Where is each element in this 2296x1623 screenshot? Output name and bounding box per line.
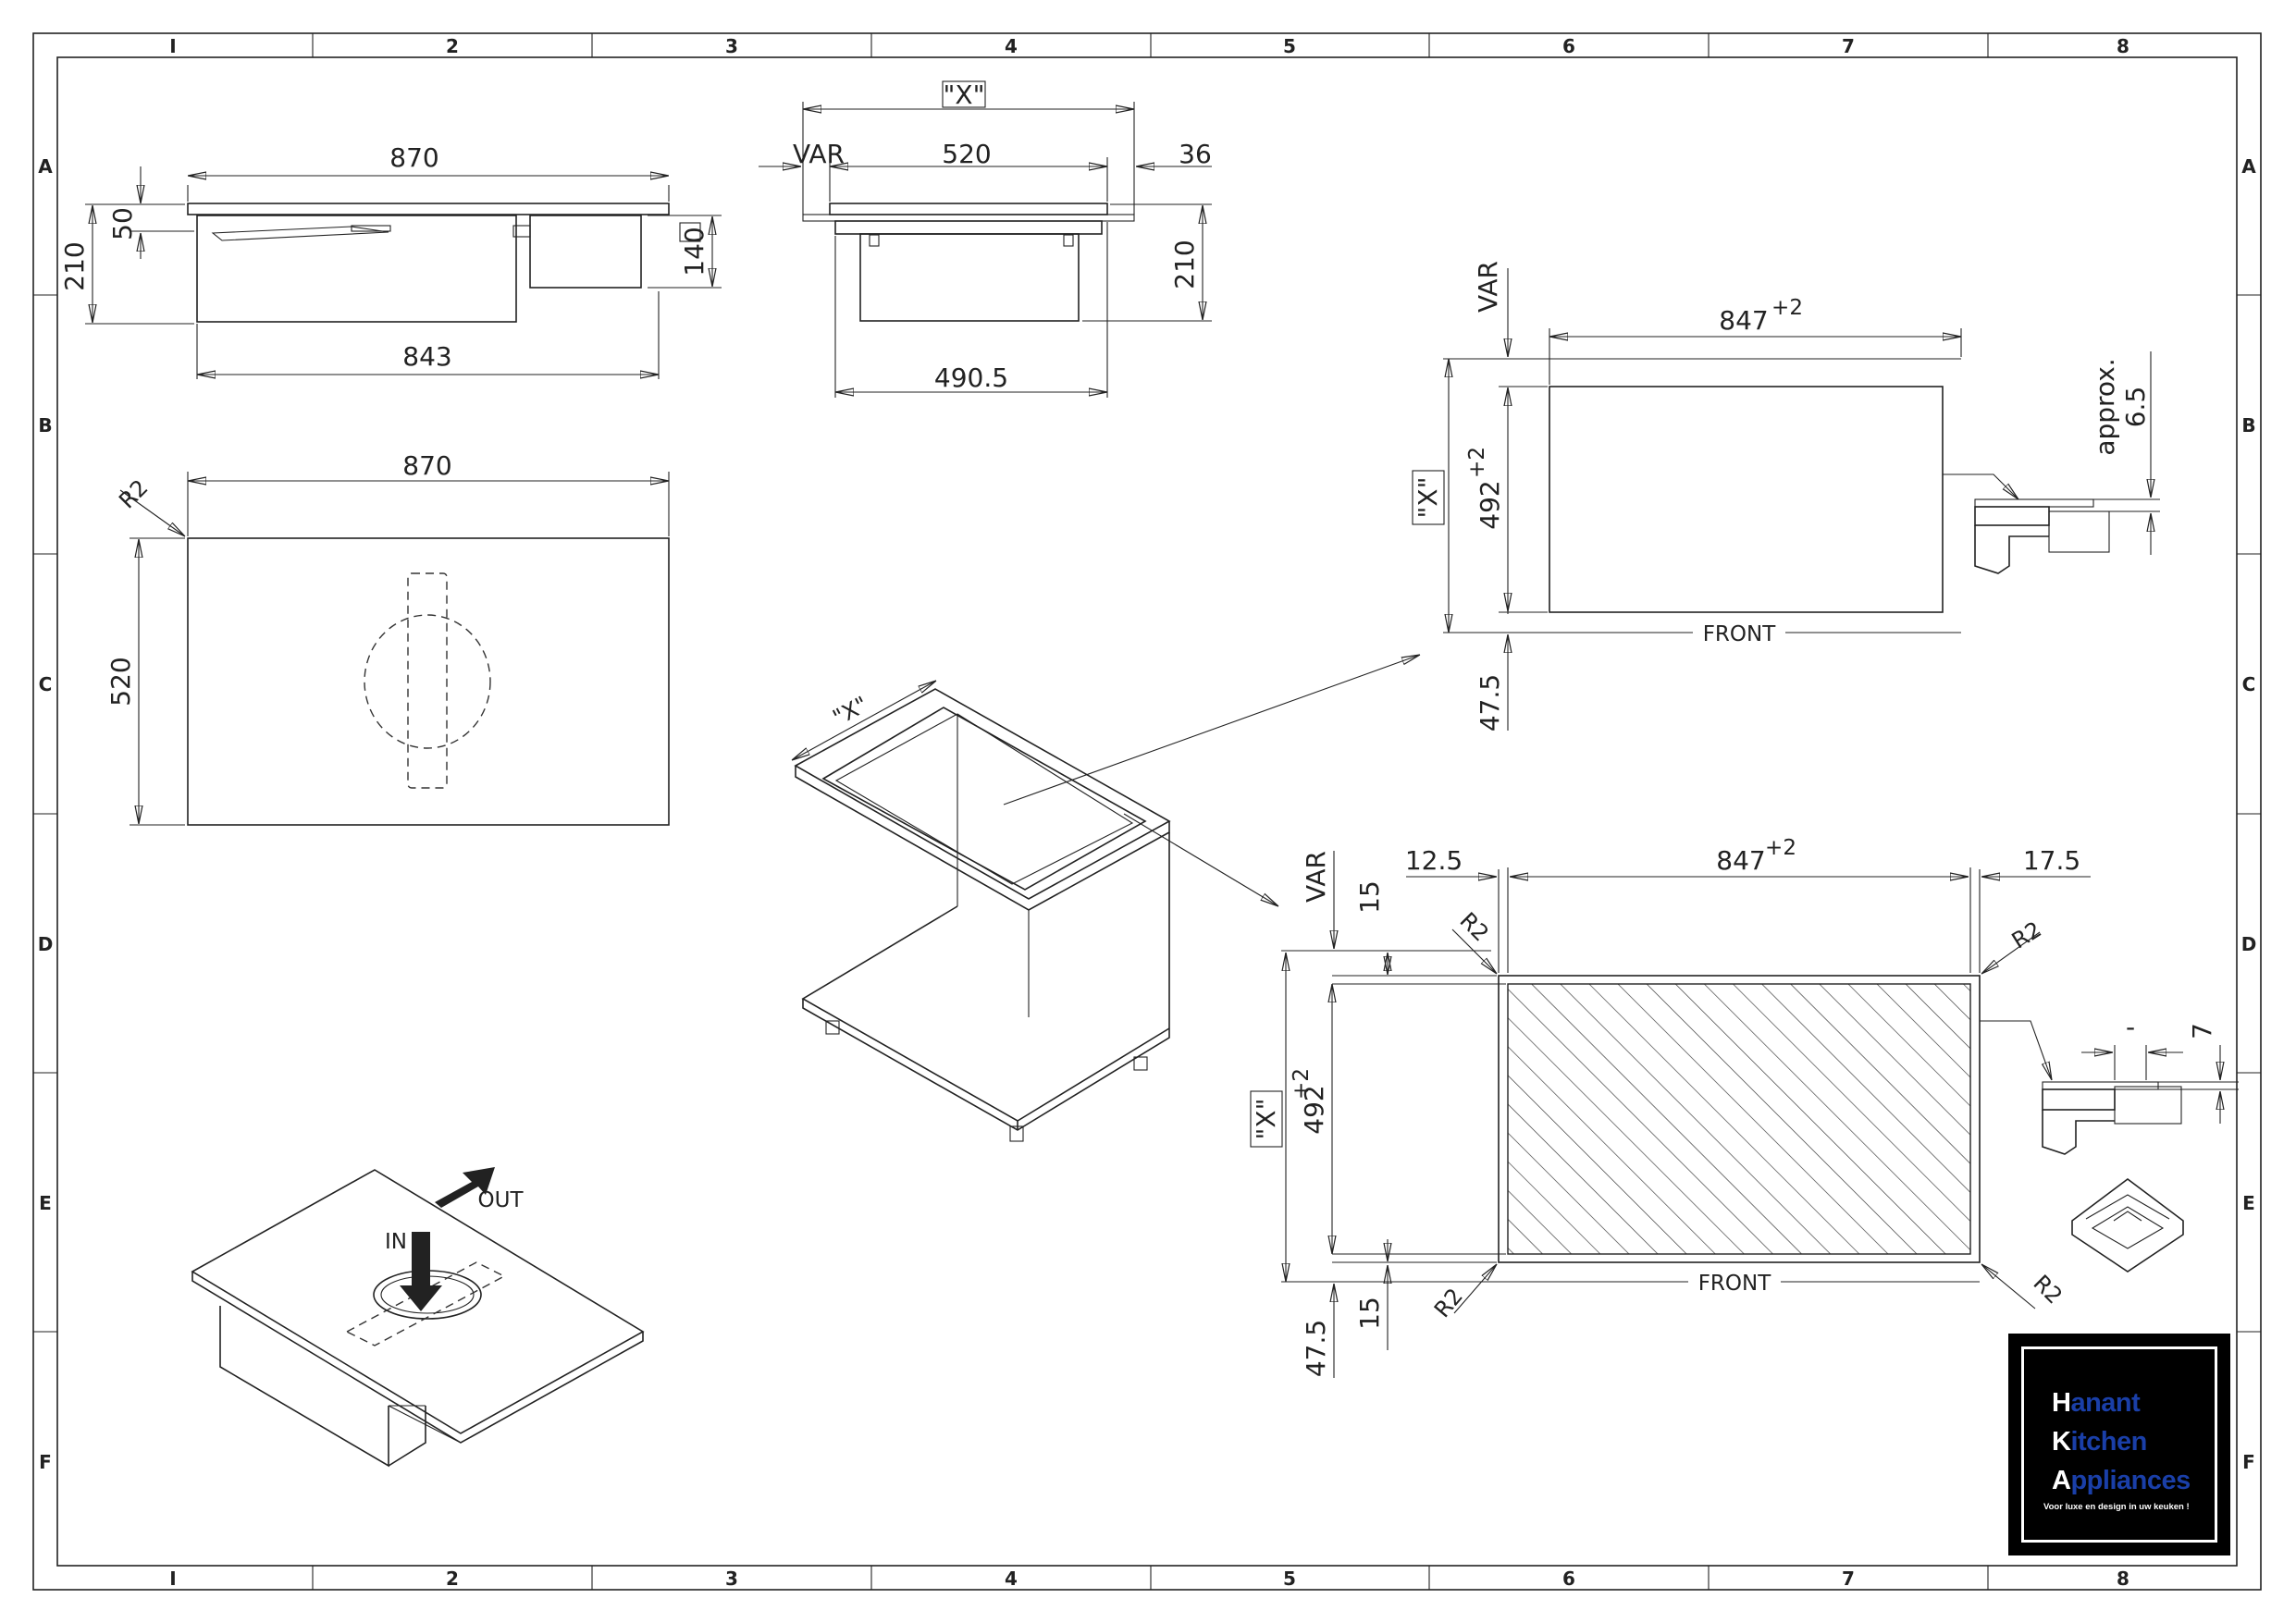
side-box-140: 140 [679, 227, 710, 276]
c2-r2-top-left: R2 [1454, 907, 1493, 946]
col-label-8: 8 [2117, 35, 2129, 57]
company-logo: Hanant Kitchen Appliances Voor luxe en d… [2008, 1334, 2230, 1555]
front-box-4905: 490.5 [934, 363, 1008, 393]
col-label-6-bottom: 6 [1562, 1568, 1575, 1590]
row-label-D-right: D [2241, 933, 2257, 955]
c1-depth-tol: +2 [1465, 447, 1489, 478]
c1-var: VAR [1473, 261, 1503, 313]
c2-top-15: 15 [1354, 880, 1385, 914]
col-label-6: 6 [1562, 35, 1575, 57]
side-width-870: 870 [389, 142, 438, 173]
in-arrow-icon [400, 1232, 442, 1311]
logo-border: Hanant Kitchen Appliances [2021, 1346, 2217, 1543]
c1-x-label: "X" [1413, 477, 1443, 519]
c1-approx: approx. [2090, 358, 2120, 455]
c1-edge-detail [1974, 498, 2110, 574]
row-label-C-right: C [2242, 673, 2256, 695]
c1-depth-492: 492 [1475, 480, 1505, 529]
c2-r2-bottom-left: R2 [1429, 1284, 1468, 1322]
cutout-recessed: 847 +2 12.5 17.5 VAR 15 492 +2 "X" FRONT… [1250, 836, 2239, 1378]
col-label-5: 5 [1283, 35, 1296, 57]
c2-depth-492: 492 [1299, 1085, 1329, 1134]
side-depth-843: 843 [402, 341, 451, 372]
c2-edge-detail [2042, 1081, 2182, 1155]
c2-depth-tol: +2 [1290, 1068, 1314, 1100]
logo-line-2: Kitchen [2052, 1427, 2147, 1457]
top-width-870: 870 [402, 450, 451, 481]
side-view: 870 210 50 140 843 [59, 142, 722, 379]
iso-x-label: "X" [829, 692, 872, 732]
logo-line-3: Appliances [2052, 1466, 2191, 1495]
row-label-E: E [39, 1192, 52, 1214]
drawing-frame: I 2 3 4 5 6 7 8 I 2 3 4 5 6 7 8 A B C D … [32, 32, 2262, 1591]
c2-width-847: 847 [1716, 845, 1765, 876]
row-label-F: F [39, 1451, 52, 1473]
front-36: 36 [1179, 139, 1212, 169]
top-view: 870 520 R2 [105, 450, 670, 826]
col-label-4: 4 [1005, 35, 1018, 57]
front-height-210: 210 [1169, 240, 1200, 289]
col-label-8-bottom: 8 [2117, 1568, 2129, 1590]
perspective-hob: OUT IN [191, 1167, 645, 1468]
c2-r2-top-right: R2 [2007, 916, 2046, 954]
row-label-E-right: E [2242, 1192, 2255, 1214]
c2-var: VAR [1301, 851, 1331, 903]
persp-in-label: IN [385, 1230, 407, 1254]
front-var: VAR [793, 139, 845, 169]
c2-bottom-15: 15 [1354, 1297, 1385, 1330]
col-label-3-bottom: 3 [725, 1568, 738, 1590]
col-label-1: I [169, 35, 176, 57]
row-label-A-right: A [2241, 155, 2256, 178]
top-r2: R2 [114, 474, 153, 513]
c1-approx-value: 6.5 [2120, 387, 2151, 428]
row-label-A: A [38, 155, 53, 178]
col-label-4-bottom: 4 [1005, 1568, 1018, 1590]
detail-dash: - [2126, 1012, 2135, 1042]
c2-offset-475: 47.5 [1301, 1320, 1331, 1377]
persp-out-label: OUT [478, 1188, 525, 1212]
c1-width-847: 847 [1719, 305, 1768, 336]
logo-tagline: Voor luxe en design in uw keuken ! [2043, 1502, 2190, 1512]
row-label-F-right: F [2242, 1451, 2255, 1473]
front-width-520: 520 [942, 139, 991, 169]
col-label-2-bottom: 2 [446, 1568, 459, 1590]
c2-x-label: "X" [1251, 1099, 1281, 1140]
col-label-2: 2 [446, 35, 459, 57]
col-label-1-bottom: I [169, 1568, 176, 1590]
corner-detail [2071, 1178, 2184, 1273]
c2-width-tol: +2 [1765, 836, 1796, 860]
c2-front: FRONT [1698, 1272, 1772, 1296]
col-label-5-bottom: 5 [1283, 1568, 1296, 1590]
top-depth-520: 520 [105, 657, 136, 706]
out-arrow-icon [435, 1167, 495, 1208]
row-label-B-right: B [2241, 414, 2255, 436]
side-top-50: 50 [107, 207, 138, 240]
iso-cabinet: "X" [792, 655, 1420, 1142]
logo-line-1: Hanant [2052, 1388, 2141, 1418]
front-view: "X" 520 VAR 36 210 490.5 [759, 80, 1212, 398]
c2-right-175: 17.5 [2023, 845, 2080, 876]
col-label-3: 3 [725, 35, 738, 57]
col-label-7: 7 [1842, 35, 1855, 57]
c1-offset-475: 47.5 [1475, 674, 1505, 732]
row-label-B: B [38, 414, 52, 436]
detail-7: 7 [2187, 1023, 2217, 1039]
row-label-D: D [38, 933, 54, 955]
cutout-flush: 847 +2 VAR 492 +2 "X" FRONT 47.5 appro [1412, 261, 2160, 732]
col-label-7-bottom: 7 [1842, 1568, 1855, 1590]
row-label-C: C [39, 673, 53, 695]
c1-front: FRONT [1703, 622, 1777, 646]
front-x-label: "X" [944, 80, 985, 110]
c2-r2-bottom-right: R2 [2028, 1270, 2067, 1309]
c1-width-tol: +2 [1771, 296, 1803, 320]
c2-left-125: 12.5 [1405, 845, 1463, 876]
side-height-210: 210 [59, 241, 90, 290]
